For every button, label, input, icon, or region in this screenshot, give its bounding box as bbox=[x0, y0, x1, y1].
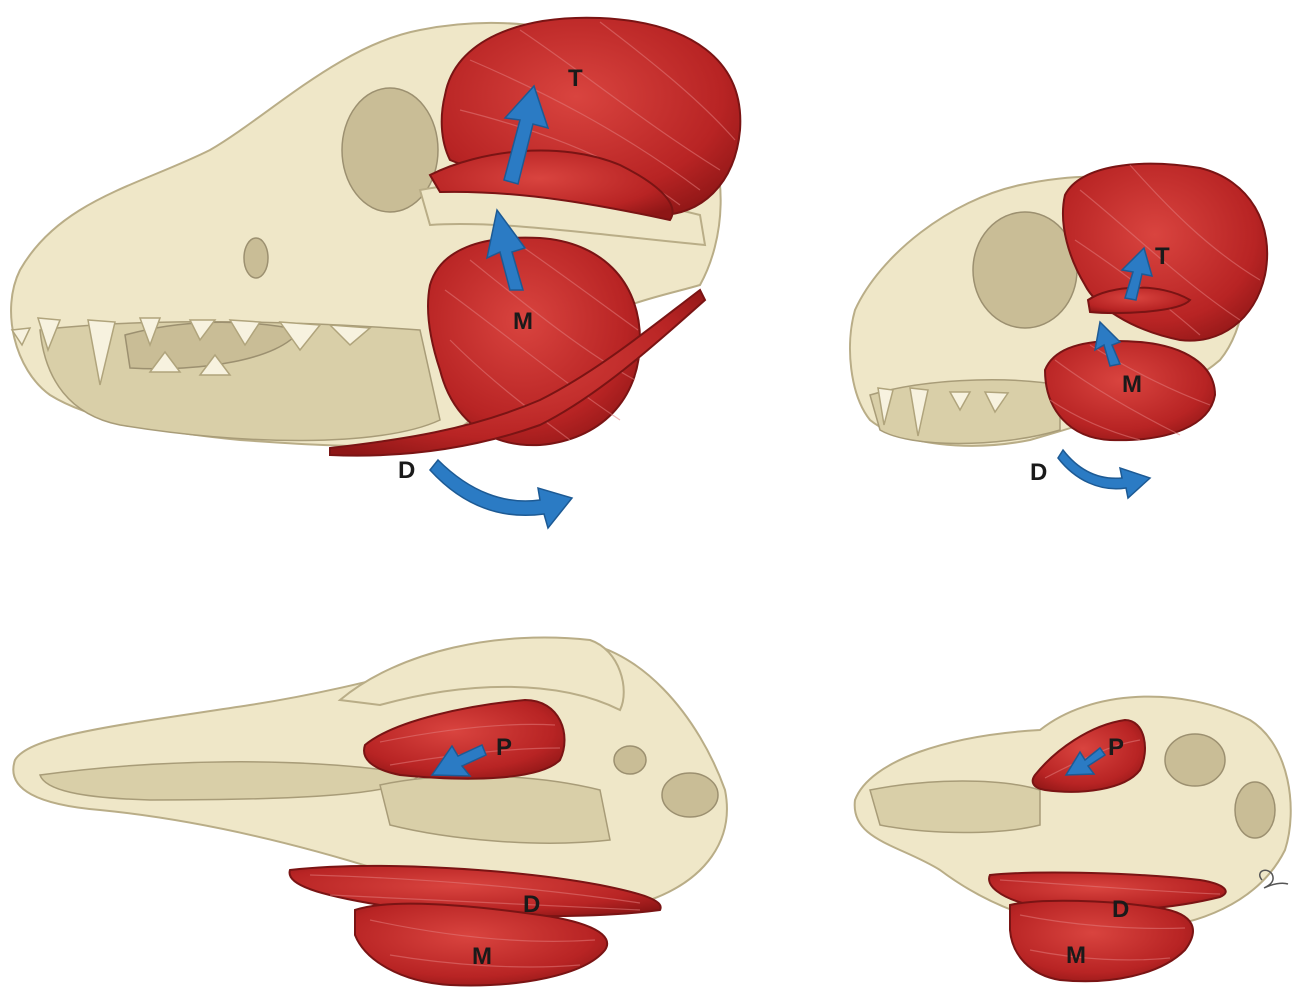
cat-zygomatic-temporalis-band bbox=[1086, 286, 1192, 315]
dog-ventral-label-d: D bbox=[523, 891, 540, 918]
dog-pterygoid-muscle bbox=[363, 698, 566, 780]
cat-masseter-ventral-muscle bbox=[1009, 899, 1194, 983]
cat-skull-ventral: P D M bbox=[853, 695, 1292, 983]
dog-temporalis-arrow-icon bbox=[503, 84, 550, 185]
dog-lateral-label-t: T bbox=[568, 65, 583, 92]
cat-lateral-label-t: T bbox=[1155, 243, 1170, 270]
dog-ventral-label-m: M bbox=[472, 943, 492, 970]
cat-skull-lateral: T M D bbox=[849, 162, 1269, 500]
cat-masseter-arrow-icon bbox=[1093, 320, 1122, 367]
cat-ventral-label-d: D bbox=[1112, 896, 1129, 923]
cat-lateral-label-m: M bbox=[1122, 371, 1142, 398]
dog-ventral-label-p: P bbox=[496, 734, 512, 761]
dog-lateral-label-d: D bbox=[398, 457, 415, 484]
cat-ventral-label-p: P bbox=[1108, 734, 1124, 761]
dog-teeth bbox=[10, 317, 372, 386]
dog-masseter-ventral-muscle bbox=[354, 902, 608, 987]
dog-masseter-arrow-icon bbox=[485, 208, 527, 291]
cat-pterygoid-arrow-icon bbox=[1064, 746, 1107, 776]
cat-temporalis-arrow-icon bbox=[1120, 246, 1154, 301]
dog-lateral-label-m: M bbox=[513, 308, 533, 335]
dog-digastric-arrow-icon bbox=[429, 458, 574, 530]
dog-digastric-lateral-strip bbox=[329, 288, 707, 457]
cat-digastric-arrow-icon bbox=[1057, 448, 1152, 500]
dog-skull-ventral: P D M bbox=[12, 636, 728, 987]
dog-digastric-ventral-muscle bbox=[288, 864, 662, 918]
dog-pterygoid-arrow-icon bbox=[430, 743, 487, 777]
cat-lateral-label-d: D bbox=[1030, 459, 1047, 486]
artist-signature-icon bbox=[1259, 869, 1289, 889]
dog-skull-lateral: T M D bbox=[10, 16, 742, 530]
cat-ventral-label-m: M bbox=[1066, 942, 1086, 969]
cat-teeth bbox=[877, 387, 1010, 437]
